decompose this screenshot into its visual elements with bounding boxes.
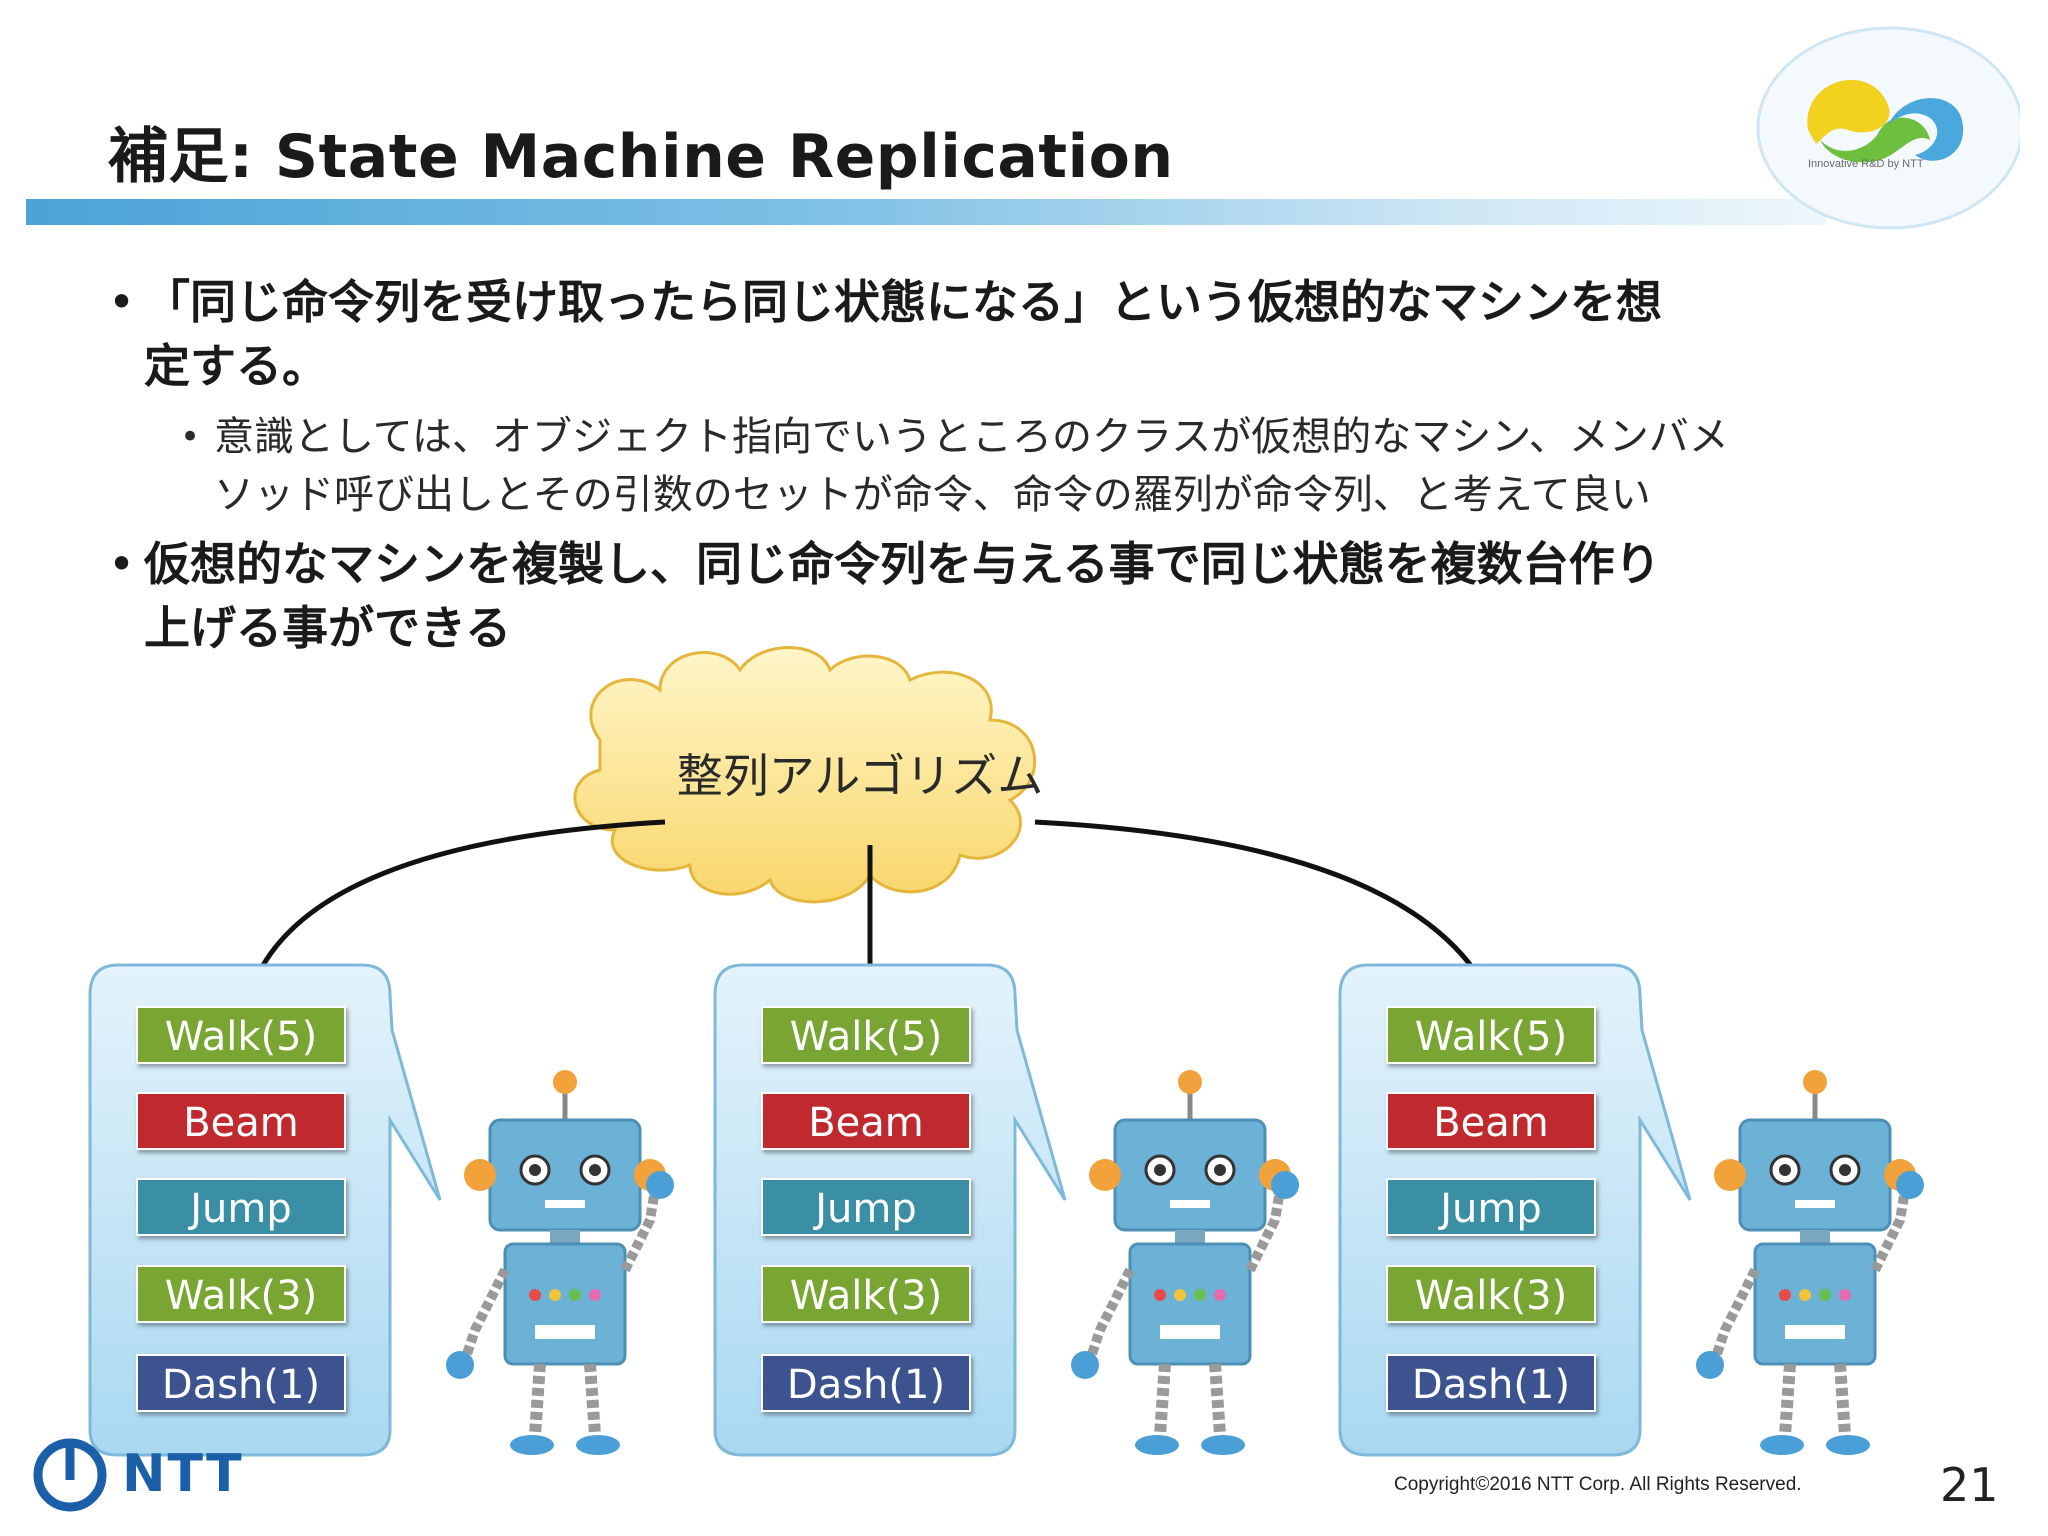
ordering-cloud <box>573 646 1037 904</box>
bullet-main-1-line-1: 「同じ命令列を受け取ったら同じ状態になる」という仮想的なマシンを想 <box>144 275 1662 329</box>
cloud-label-ordering-algorithm: 整列アルゴリズム <box>676 749 1044 803</box>
cmd-jump: Jump <box>761 1178 971 1236</box>
cmd-walk-3: Walk(3) <box>1386 1265 1596 1323</box>
cmd-jump: Jump <box>136 1178 346 1236</box>
bullet-main-1-line-2: 定する。 <box>144 339 328 393</box>
cmd-jump: Jump <box>1386 1178 1596 1236</box>
bullet-main-2: 仮想的なマシンを複製し、同じ命令列を与える事で同じ状態を複数台作り 上げる事がで… <box>108 532 1928 660</box>
cmd-dash-1: Dash(1) <box>761 1354 971 1412</box>
cmd-walk-3: Walk(3) <box>761 1265 971 1323</box>
page-number: 21 <box>1940 1458 1999 1512</box>
logo-yellow-swoosh <box>1807 79 1890 144</box>
bullet-main-2-line-2: 上げる事ができる <box>144 601 512 655</box>
cmd-dash-1: Dash(1) <box>136 1354 346 1412</box>
ntt-innovative-logo <box>1756 26 2020 230</box>
cmd-beam: Beam <box>136 1092 346 1150</box>
bullet-sub-1-line-2: ソッド呼び出しとその引数のセットが命令、命令の羅列が命令列、と考えて良い <box>214 472 1651 518</box>
bullet-list: 「同じ命令列を受け取ったら同じ状態になる」という仮想的なマシンを想 定する。 意… <box>108 270 1928 660</box>
copyright-notice: Copyright©2016 NTT Corp. All Rights Rese… <box>1394 1474 1802 1495</box>
logo-caption: Innovative R&D by NTT <box>1808 158 1924 170</box>
cmd-walk-3: Walk(3) <box>136 1265 346 1323</box>
robot-illustration-2 <box>1071 1070 1299 1455</box>
ntt-brand-text: NTT <box>122 1444 244 1504</box>
cmd-walk-5: Walk(5) <box>1386 1006 1596 1064</box>
robot-illustration-3 <box>1696 1070 1924 1455</box>
bullet-sub-1: 意識としては、オブジェクト指向でいうところのクラスが仮想的なマシン、メンバメ ソ… <box>180 408 1928 524</box>
bullet-main-2-line-1: 仮想的なマシンを複製し、同じ命令列を与える事で同じ状態を複数台作り <box>144 537 1661 591</box>
arrow-to-right-machine <box>1034 819 1495 1005</box>
cmd-beam: Beam <box>1386 1092 1596 1150</box>
cmd-dash-1: Dash(1) <box>1386 1354 1596 1412</box>
cmd-beam: Beam <box>761 1092 971 1150</box>
cmd-walk-5: Walk(5) <box>761 1006 971 1064</box>
cmd-walk-5: Walk(5) <box>136 1006 346 1064</box>
bullet-main-1: 「同じ命令列を受け取ったら同じ状態になる」という仮想的なマシンを想 定する。 <box>108 270 1928 398</box>
slide-title: 補足: State Machine Replication <box>108 122 1174 192</box>
ntt-logo-icon <box>33 1438 107 1512</box>
logo-green-swoosh <box>1820 117 1930 163</box>
arrow-to-left-machine <box>241 819 666 1005</box>
logo-blue-swoosh <box>1888 98 1964 161</box>
bullet-sub-1-line-1: 意識としては、オブジェクト指向でいうところのクラスが仮想的なマシン、メンバメ <box>214 414 1729 460</box>
title-underline-bar <box>26 199 1826 225</box>
robot-illustration-1 <box>446 1070 674 1455</box>
